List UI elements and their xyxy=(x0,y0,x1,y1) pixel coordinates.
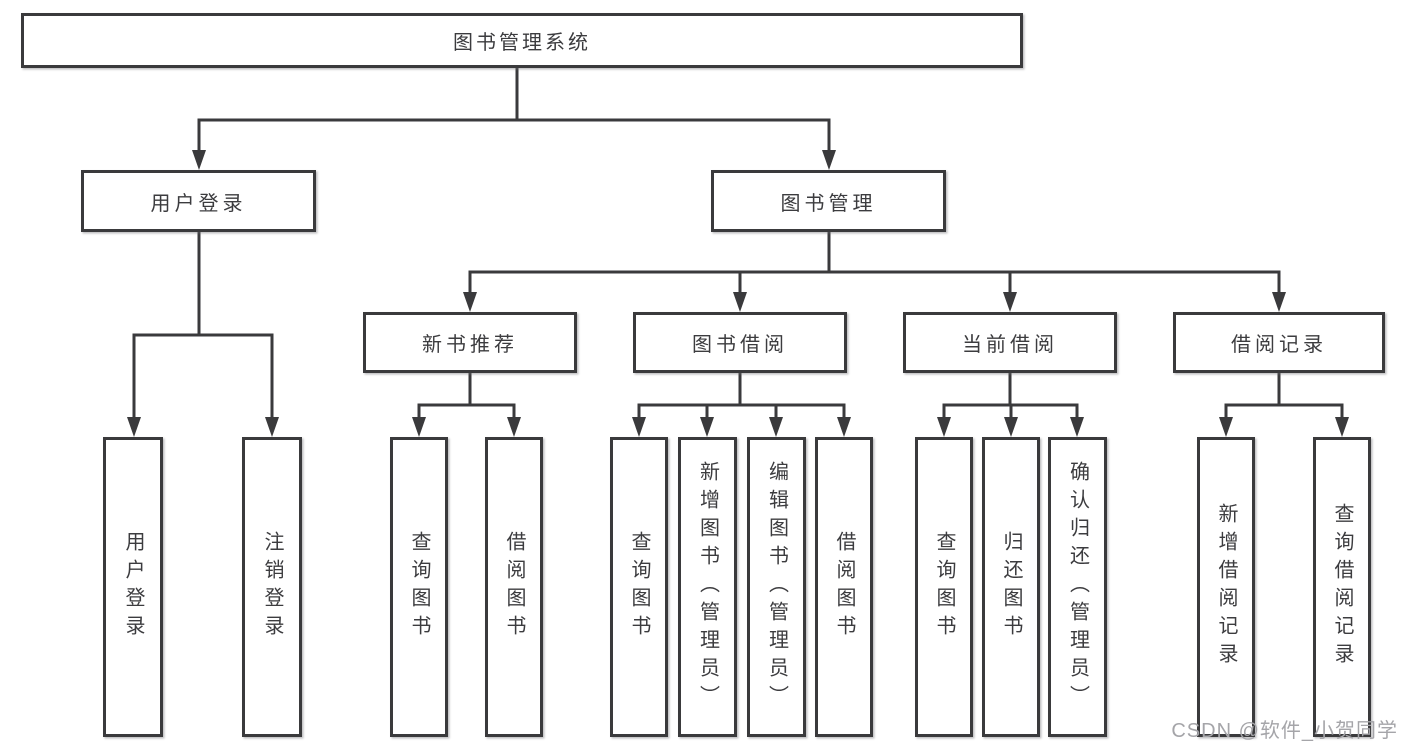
node-label: 新增借阅记录 xyxy=(1215,503,1237,671)
node-borrowing-records: 借阅记录 xyxy=(1173,312,1385,373)
leaf-user-login: 用户登录 xyxy=(103,437,163,737)
node-label: 用户登录 xyxy=(150,192,247,215)
node-label: 查询借阅记录 xyxy=(1331,503,1353,671)
node-label: 新书推荐 xyxy=(422,334,518,356)
leaf-borrow-books-recommend: 借阅图书 xyxy=(485,437,543,737)
node-label: 图书管理系统 xyxy=(453,32,591,54)
node-library-management-system: 图书管理系统 xyxy=(21,13,1023,68)
node-label: 图书管理 xyxy=(780,192,877,215)
arrow-icon xyxy=(937,417,951,437)
arrow-icon xyxy=(822,150,836,170)
leaf-add-borrow-record: 新增借阅记录 xyxy=(1197,437,1255,737)
leaf-borrow-books: 借阅图书 xyxy=(815,437,873,737)
node-label: 借阅记录 xyxy=(1231,334,1327,356)
node-label: 借阅图书 xyxy=(503,531,525,643)
leaf-logout: 注销登录 xyxy=(242,437,302,737)
node-label: 确认归还（管理员） xyxy=(1066,461,1089,713)
arrow-icon xyxy=(265,417,279,437)
node-label: 借阅图书 xyxy=(833,531,855,643)
arrow-icon xyxy=(463,292,477,312)
arrow-icon xyxy=(1272,292,1286,312)
connector-newbook-leaves xyxy=(417,373,516,420)
arrow-icon xyxy=(1004,417,1018,437)
arrow-icon xyxy=(192,150,206,170)
node-label: 图书借阅 xyxy=(692,334,788,356)
node-book-management: 图书管理 xyxy=(711,170,946,232)
node-label: 注销登录 xyxy=(261,531,283,643)
arrow-icon xyxy=(733,292,747,312)
arrow-icon xyxy=(1070,417,1084,437)
node-label: 当前借阅 xyxy=(962,334,1058,356)
node-label: 查询图书 xyxy=(628,531,650,643)
leaf-edit-books-admin: 编辑图书（管理员） xyxy=(747,437,806,737)
node-label: 用户登录 xyxy=(122,531,144,643)
arrow-icon xyxy=(1335,417,1349,437)
connector-currentborrow-leaves xyxy=(942,373,1079,420)
arrowheads xyxy=(127,150,1349,437)
node-user-login: 用户登录 xyxy=(81,170,316,232)
arrow-icon xyxy=(700,417,714,437)
node-label: 编辑图书（管理员） xyxy=(765,461,788,713)
node-label: 查询图书 xyxy=(408,531,430,643)
node-current-borrowing: 当前借阅 xyxy=(903,312,1117,373)
watermark: CSDN @软件_小贺同学 xyxy=(1171,720,1398,742)
node-book-borrowing: 图书借阅 xyxy=(633,312,847,373)
connector-bookmgmt-level3 xyxy=(468,232,1281,295)
arrow-icon xyxy=(769,417,783,437)
node-label: 查询图书 xyxy=(933,531,955,643)
node-new-book-recommend: 新书推荐 xyxy=(363,312,577,373)
arrow-icon xyxy=(412,417,426,437)
leaf-confirm-return-admin: 确认归还（管理员） xyxy=(1048,437,1107,737)
arrow-icon xyxy=(127,417,141,437)
arrow-icon xyxy=(632,417,646,437)
node-label: 归还图书 xyxy=(1000,531,1022,643)
arrow-icon xyxy=(837,417,851,437)
leaf-query-borrow-record: 查询借阅记录 xyxy=(1313,437,1371,737)
leaf-query-books-current: 查询图书 xyxy=(915,437,973,737)
leaf-query-books-recommend: 查询图书 xyxy=(390,437,448,737)
node-label: 新增图书（管理员） xyxy=(696,461,719,713)
leaf-return-books: 归还图书 xyxy=(982,437,1040,737)
leaf-add-books-admin: 新增图书（管理员） xyxy=(678,437,737,737)
arrow-icon xyxy=(1219,417,1233,437)
arrow-icon xyxy=(507,417,521,437)
connector-records-leaves xyxy=(1224,373,1344,420)
arrow-icon xyxy=(1003,292,1017,312)
connector-root-level2 xyxy=(197,68,831,152)
leaf-query-books-borrow: 查询图书 xyxy=(610,437,668,737)
connector-bookborrow-leaves xyxy=(637,373,846,420)
connector-userlogin-leaves xyxy=(132,232,274,420)
